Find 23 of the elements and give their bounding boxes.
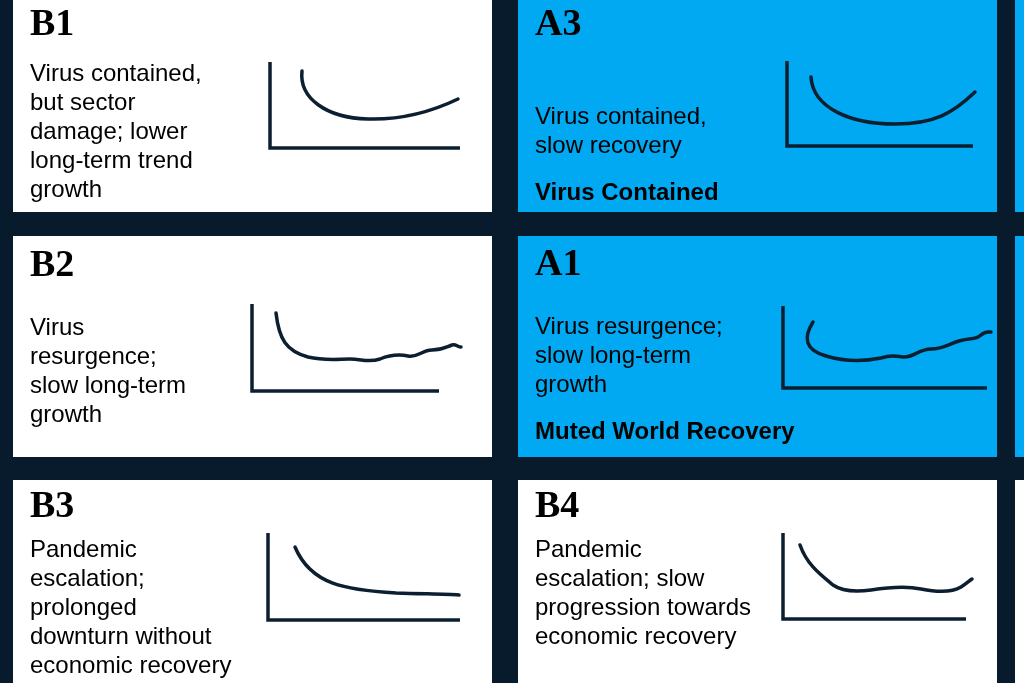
- scenario-code: A3: [535, 2, 582, 42]
- scenario-card: [518, 0, 997, 212]
- scenario-description: Virus contained, slow recovery: [535, 101, 708, 159]
- partial-card: [1015, 480, 1024, 683]
- scenario-description: Virus resurgence; slow long-term growth: [30, 312, 188, 428]
- scenario-code: B4: [535, 484, 580, 524]
- scenario-description: Pandemic escalation; prolonged downturn without economic recovery: [30, 534, 233, 679]
- scenario-code: A1: [535, 242, 582, 282]
- scenario-description: Virus contained, but sector damage; lower long-term trend growth: [30, 58, 203, 203]
- scenario-code: B1: [30, 2, 75, 42]
- partial-card: [1015, 0, 1024, 212]
- scenario-name: Muted World Recovery: [535, 416, 795, 445]
- scenario-card: [518, 236, 997, 457]
- scenario-card: [13, 236, 492, 457]
- scenario-card: [13, 0, 492, 212]
- scenario-name: Virus Contained: [535, 177, 719, 206]
- scenario-description: Virus resurgence; slow long-term growth: [535, 311, 724, 398]
- scenario-code: B2: [30, 243, 75, 283]
- scenario-code: B3: [30, 484, 75, 524]
- scenario-description: Pandemic escalation; slow progression towards economic recovery: [535, 534, 753, 650]
- scenario-card: [13, 480, 492, 683]
- scenario-card: [518, 480, 997, 683]
- partial-card: [1015, 236, 1024, 457]
